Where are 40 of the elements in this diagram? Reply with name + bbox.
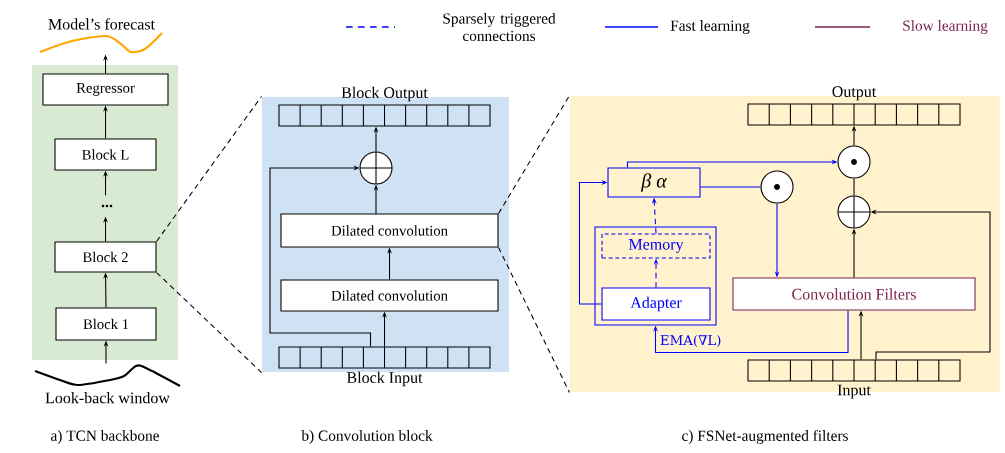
process-box: Dilated convolution (280, 279, 499, 312)
forecast-curve: Model’s forecast (39, 18, 163, 54)
node-label: Block Input (346, 371, 423, 387)
connector (853, 178, 855, 196)
node-label: Output (832, 86, 877, 101)
sum-circle (837, 195, 871, 229)
register-array: Block Input (278, 346, 491, 387)
node-label: Block Output (341, 86, 428, 102)
arrow (653, 310, 849, 354)
process-box: Block 2 (54, 241, 157, 273)
register-array: Output (747, 86, 961, 126)
filter-box: Convolution Filters (732, 277, 976, 311)
caption: a) TCN backbone (51, 430, 159, 444)
connector (700, 186, 761, 188)
product-circle (760, 170, 794, 204)
module-box (594, 226, 717, 326)
zoom-line (498, 247, 570, 394)
legend-text: Slow learning (903, 20, 988, 34)
node-label: Input (837, 384, 871, 399)
sum-circle (359, 151, 393, 185)
legend-text: Sparsely triggered connections (443, 12, 556, 42)
legend-text: Fast learning (670, 20, 750, 34)
arrow (269, 165, 372, 347)
process-box: Dilated convolution (280, 213, 499, 248)
register-array: Block Output (278, 86, 491, 127)
zoom-line (156, 95, 262, 242)
parameter-box: β α (607, 167, 701, 198)
zoom-line (156, 272, 262, 374)
process-box: Adapter (601, 287, 711, 321)
zoom-line (498, 94, 570, 214)
caption: b) Convolution block (301, 430, 433, 444)
process-box: Regressor (42, 73, 169, 106)
process-box: Block 1 (55, 307, 157, 341)
process-box: Block L (54, 138, 157, 171)
register-array: Input (747, 359, 961, 399)
input-curve: Look-back window (34, 364, 181, 404)
ellipsis: ... (101, 204, 113, 208)
product-circle (837, 145, 871, 179)
memory-box: Memory (601, 233, 711, 259)
caption: c) FSNet-augmented filters (682, 429, 848, 445)
